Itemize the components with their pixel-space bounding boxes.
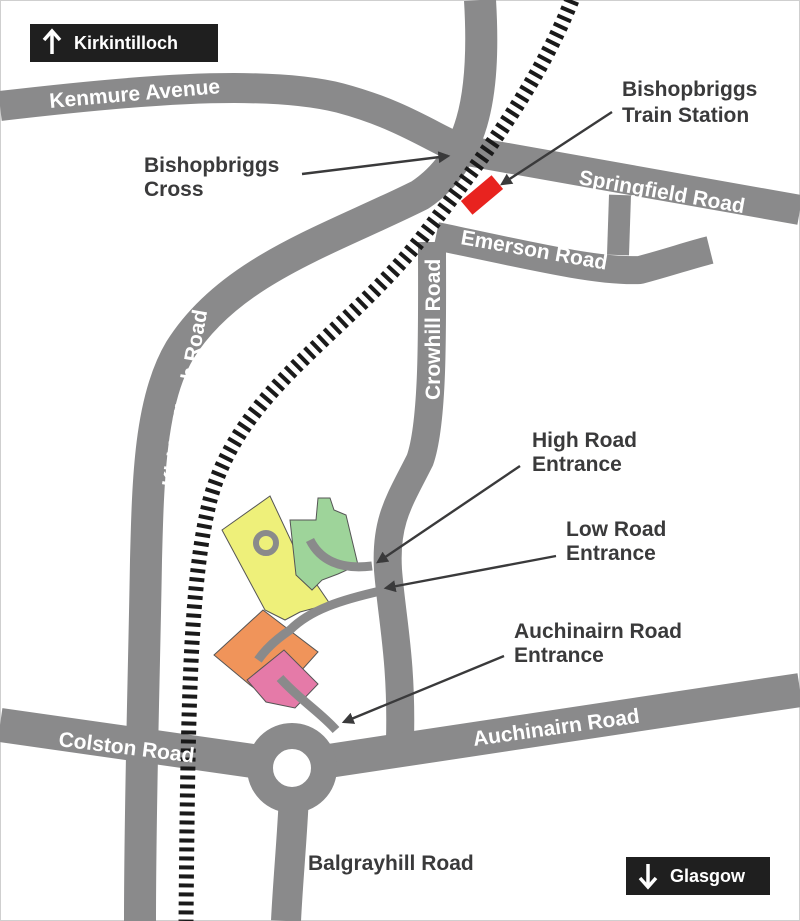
crowhill-road-label: Crowhill Road <box>422 259 445 400</box>
high-road-entrance-label: High Road Entrance <box>532 429 643 476</box>
low-road-entrance-label: Low Road Entrance <box>566 518 672 565</box>
south-direction-sign: Glasgow <box>626 857 770 895</box>
kenmure-avenue-road <box>0 73 469 164</box>
arrow-down-icon <box>638 864 658 890</box>
site-plot-green <box>289 497 359 591</box>
north-direction-label: Kirkintilloch <box>74 33 178 53</box>
south-direction-label: Glasgow <box>670 866 746 886</box>
cross-leader-line <box>301 151 451 176</box>
bishopbriggs-cross-label: Bishopbriggs Cross <box>144 154 285 201</box>
site-access-road-auchinairn <box>276 674 340 734</box>
auchinairn-road <box>319 673 800 779</box>
site-turning-circle <box>253 530 279 556</box>
high-road-leader-line <box>376 465 521 564</box>
auchinairn-leader-line <box>341 654 505 724</box>
auchinairn-entrance-label: Auchinairn Road Entrance <box>514 620 688 667</box>
balgrayhill-road-label: Balgrayhill Road <box>308 852 474 875</box>
emerson-road <box>433 222 714 285</box>
kirkintilloch-road <box>124 0 498 921</box>
roundabout <box>247 723 337 813</box>
railway-line <box>178 0 579 921</box>
arrow-up-icon <box>42 28 62 54</box>
springfield-road <box>459 135 800 225</box>
site-access-road-high <box>305 537 373 572</box>
balgrayhill-road <box>271 794 309 921</box>
side-street-road <box>607 194 631 256</box>
train-station-marker <box>460 175 504 215</box>
north-direction-sign: Kirkintilloch <box>30 24 218 62</box>
crowhill-road <box>373 241 447 741</box>
low-road-leader-line <box>383 554 557 593</box>
site-access-road <box>254 585 386 663</box>
colston-road <box>0 708 263 779</box>
station-leader-line <box>499 110 613 186</box>
station-label: Bishopbriggs Train Station <box>622 78 763 127</box>
